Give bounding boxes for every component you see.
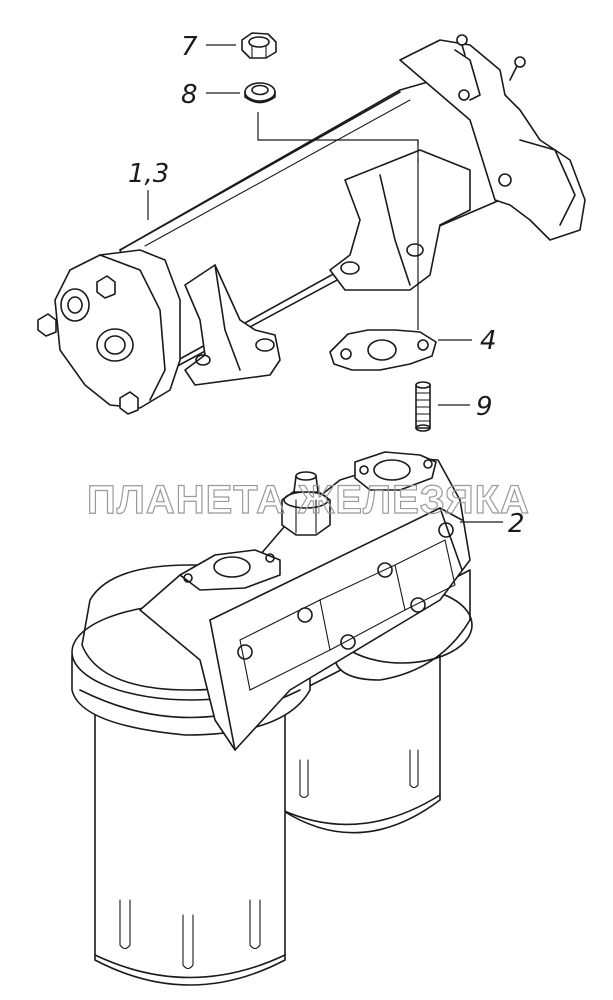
- callout-2: 2: [508, 509, 525, 539]
- callout-9: 9: [476, 392, 493, 422]
- callout-8: 8: [181, 80, 198, 110]
- gasket-part-4: [329, 329, 437, 371]
- oil-cooler-assembly: [37, 34, 586, 415]
- callout-7: 7: [181, 32, 198, 62]
- washer-part-8: [244, 82, 276, 104]
- watermark-text: ПЛАНЕТА ЖЕЛЕЗЯКА: [87, 478, 530, 522]
- leader-lines: [147, 44, 503, 523]
- leader-8-to-gasket: [257, 112, 419, 330]
- callout-1-3: 1,3: [128, 159, 169, 189]
- nut-part-7: [241, 32, 277, 59]
- oil-filter-assembly: [71, 451, 473, 986]
- callout-4: 4: [480, 326, 497, 356]
- stud-part-9: [415, 381, 431, 432]
